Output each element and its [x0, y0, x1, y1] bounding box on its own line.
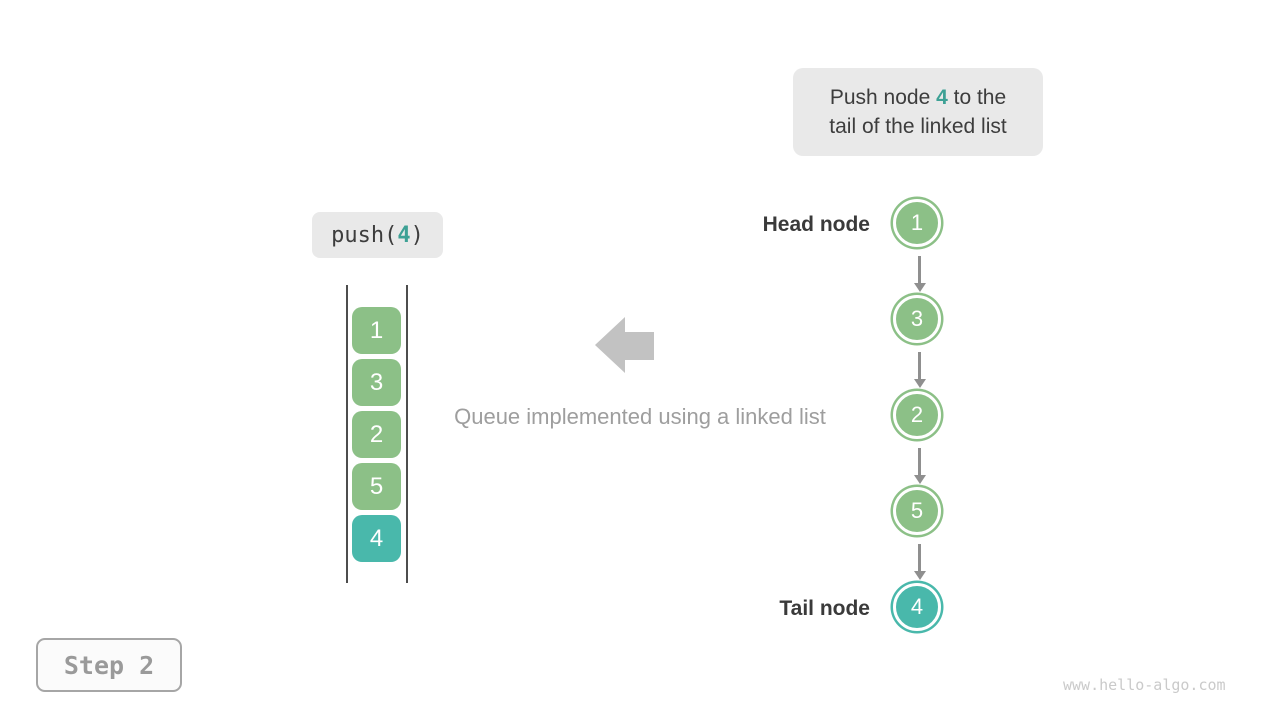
watermark-url: www.hello-algo.com	[1063, 676, 1226, 694]
arrow-down-icon	[913, 544, 926, 580]
push-label-post: )	[410, 222, 424, 248]
left-block-arrow-head	[595, 317, 625, 373]
queue-cell: 5	[352, 463, 401, 510]
callout-line1-pre: Push node	[829, 86, 937, 109]
queue-cell-highlighted: 4	[352, 515, 401, 562]
list-node: 3	[893, 295, 941, 343]
push-label-pre: push(	[331, 222, 398, 248]
step-badge: Step 2	[36, 638, 182, 692]
queue-cell: 2	[352, 411, 401, 458]
list-node: 2	[893, 391, 941, 439]
callout-line2: tail of the linked list	[829, 115, 1007, 138]
queue-cell: 1	[352, 307, 401, 354]
arrow-down-icon	[913, 256, 926, 292]
arrow-down-icon	[913, 448, 926, 484]
push-operation-label: push(4)	[312, 212, 443, 258]
callout-line1: Push node 4 to the	[830, 83, 1006, 112]
callout-value: 4	[936, 86, 948, 109]
queue-cell: 3	[352, 359, 401, 406]
list-node: 5	[893, 487, 941, 535]
diagram-caption: Queue implemented using a linked list	[454, 404, 826, 429]
list-node: 1	[893, 199, 941, 247]
head-node-label: Head node	[762, 213, 870, 236]
left-block-arrow-icon	[595, 317, 654, 374]
left-block-arrow-tail	[625, 331, 654, 360]
arrow-down-icon	[913, 352, 926, 388]
queue-cells: 1 3 2 5 4	[352, 307, 401, 562]
tail-node-label: Tail node	[779, 597, 870, 620]
callout-push-node: Push node 4 to the tail of the linked li…	[793, 68, 1043, 156]
queue-container	[346, 285, 408, 583]
push-label-value: 4	[397, 222, 411, 248]
callout-line1-post: to the	[947, 86, 1007, 109]
list-node-highlighted: 4	[893, 583, 941, 631]
